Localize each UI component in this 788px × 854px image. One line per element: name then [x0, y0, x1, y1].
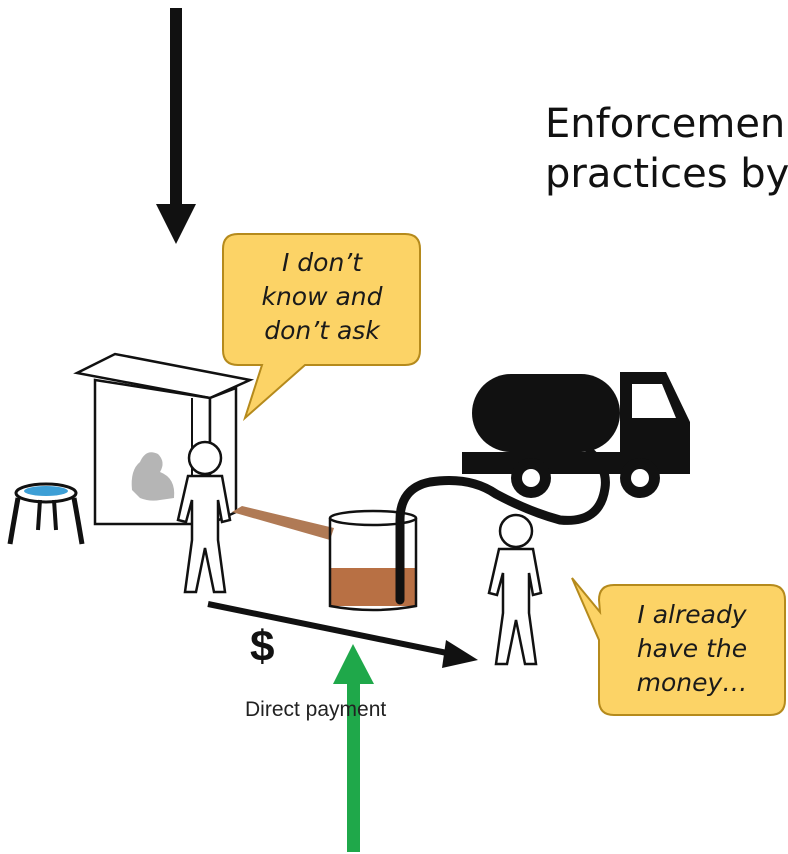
heading-line-1: Enforcemen — [545, 101, 786, 147]
operator-bubble-line-1: I don’t — [281, 248, 363, 277]
driver-bubble-text: I already have the money… — [602, 598, 782, 700]
vacuum-truck-icon — [462, 372, 690, 498]
driver-figure — [487, 513, 543, 666]
black-down-arrow — [156, 8, 196, 244]
operator-bubble-text: I don’t know and don’t ask — [226, 246, 418, 348]
dollar-symbol: $ — [250, 622, 275, 671]
heading-line-2: practices by — [545, 151, 788, 197]
operator-speech-bubble — [222, 233, 421, 422]
green-up-arrow — [333, 644, 374, 852]
operator-figure — [176, 440, 232, 594]
toilet-booth — [73, 352, 255, 526]
operator-bubble-line-3: don’t ask — [264, 316, 380, 345]
sludge-pipe — [232, 506, 334, 540]
driver-speech-bubble — [571, 577, 786, 716]
driver-bubble-line-2: have the — [636, 634, 748, 663]
suction-hose — [395, 447, 610, 605]
squat-slab-icon — [7, 482, 85, 545]
heading-area: Enforcemen practices by — [0, 0, 788, 300]
operator-bubble-line-2: know and — [261, 282, 383, 311]
payment-arrow — [207, 601, 478, 668]
direct-payment-label: Direct payment — [245, 698, 387, 721]
driver-bubble-line-3: money… — [636, 668, 748, 697]
driver-bubble-line-1: I already — [637, 600, 747, 629]
